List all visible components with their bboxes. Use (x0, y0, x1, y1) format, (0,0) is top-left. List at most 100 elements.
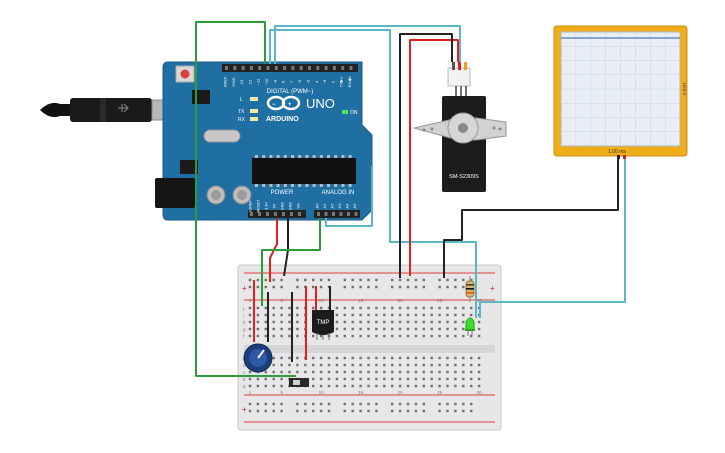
rail-plus-label: + (242, 284, 247, 293)
column-number: 1 (249, 298, 252, 303)
breadboard[interactable]: 115510101515202025253030jihgfedcba + + + (237, 264, 502, 431)
column-number: 5 (280, 390, 283, 395)
power-pin-label: GND (281, 202, 285, 211)
analog-pin-label: A0 (315, 203, 320, 209)
arduino-brand: ARDUINO (266, 116, 299, 123)
servo-model-label: SM-S2309S (449, 174, 479, 180)
oscilloscope-voltage-label: 10.0 V (682, 82, 687, 95)
power-pin-label: IOREF (249, 200, 253, 212)
digital-pin-label: 8 (281, 80, 286, 83)
row-letter: b (243, 377, 246, 382)
wire-black-scope[interactable] (443, 159, 619, 278)
column-number: 10 (319, 298, 325, 303)
row-letter: d (243, 363, 246, 368)
svg-text:+: + (288, 102, 292, 108)
green-led[interactable] (465, 317, 475, 336)
digital-pin-label: 4 (314, 80, 319, 83)
column-number: 25 (437, 390, 443, 395)
digital-pin-label: AREF (223, 76, 228, 87)
column-number: 1 (249, 390, 252, 395)
digital-pin-label: ~6 (297, 79, 302, 84)
digital-pin-label: GND (231, 77, 236, 86)
power-jack (155, 178, 195, 208)
column-number: 20 (398, 390, 404, 395)
rail-plus-label-bottom: + (242, 405, 247, 414)
on-led (342, 110, 348, 114)
digital-pin-label: ~3 (322, 79, 327, 84)
power-pin-label: GND (289, 202, 293, 211)
analog-pin-label: A3 (337, 203, 342, 209)
led-label-tx: TX (238, 109, 245, 115)
analog-pin-label: A1 (322, 203, 327, 209)
servo-motor[interactable]: SM-S2309S (413, 62, 507, 192)
wire-cyan-scope[interactable] (479, 159, 626, 318)
column-number: 30 (477, 390, 483, 395)
row-letter: h (243, 320, 246, 325)
temperature-sensor[interactable]: TMP (312, 310, 334, 340)
digital-pin-label: TX▶1 (339, 76, 344, 87)
usb-icon (118, 103, 129, 113)
analog-pin-label: A2 (330, 203, 335, 209)
led-label-rx: RX (238, 117, 246, 123)
column-number: 10 (319, 390, 325, 395)
board-model: UNO (306, 96, 335, 111)
crystal (203, 129, 241, 143)
digital-pin-label: 12 (247, 79, 252, 84)
svg-text:−: − (272, 102, 276, 108)
atmega-chip (252, 158, 356, 184)
wires (195, 21, 626, 377)
breadboard-labels: 115510101515202025253030jihgfedcba (242, 298, 482, 395)
row-letter: c (243, 370, 246, 375)
resistor[interactable] (465, 276, 475, 302)
rail-plus-label-right: + (490, 284, 495, 293)
wire-black-servo[interactable] (399, 33, 453, 278)
power-pin-label: 3.3V (265, 202, 269, 210)
digital-pin-label: RX◀0 (347, 76, 352, 88)
slide-switch[interactable] (289, 378, 309, 387)
digital-pin-label: 2 (330, 80, 335, 83)
oscilloscope[interactable]: 1.00 ms 10.0 V (553, 25, 688, 159)
wire-green-pin10[interactable] (195, 21, 296, 377)
power-label: POWER (271, 190, 294, 196)
wire-cyan-a1[interactable] (325, 166, 373, 227)
analog-label: ANALOG IN (322, 190, 355, 196)
arduino-logo: − + (266, 95, 301, 111)
column-number: 15 (358, 298, 364, 303)
oscilloscope-time-label: 1.00 ms (608, 149, 626, 155)
digital-pin-label: 7 (289, 80, 294, 83)
status-leds: L TX RX (238, 97, 258, 123)
column-number: 30 (477, 298, 483, 303)
column-number: 25 (437, 298, 443, 303)
digital-pin-label: 13 (239, 79, 244, 84)
analog-header (314, 210, 360, 218)
digital-label: DIGITAL (PWM~) (267, 89, 314, 95)
analog-pin-label: A5 (352, 203, 357, 209)
analog-pin-label: A4 (345, 203, 350, 209)
digital-pin-label: ~11 (256, 78, 261, 85)
on-label: ON (350, 110, 358, 116)
column-number: 5 (280, 298, 283, 303)
wire-red-servo[interactable] (409, 39, 459, 276)
wire-green-a0[interactable] (261, 218, 321, 306)
servo-connector (447, 67, 471, 87)
sensor-label: TMP (317, 320, 330, 326)
potentiometer[interactable] (243, 343, 273, 373)
row-letter: i (243, 313, 244, 318)
servo-horn[interactable] (413, 112, 507, 144)
digital-pin-label: ~9 (272, 79, 277, 84)
power-pin-label: Vin (297, 203, 301, 208)
wire-cyan-pin11[interactable] (269, 29, 477, 318)
column-number: 20 (398, 298, 404, 303)
regulator (180, 160, 198, 174)
wire-cyan-pin9[interactable] (274, 25, 461, 64)
digital-header (222, 64, 358, 72)
usb-chip (192, 90, 210, 104)
led-label-l: L (240, 97, 243, 103)
column-number: 15 (358, 390, 364, 395)
row-letter: g (243, 327, 246, 332)
digital-pin-label: ~10 (264, 78, 269, 86)
row-letter: a (243, 384, 246, 389)
